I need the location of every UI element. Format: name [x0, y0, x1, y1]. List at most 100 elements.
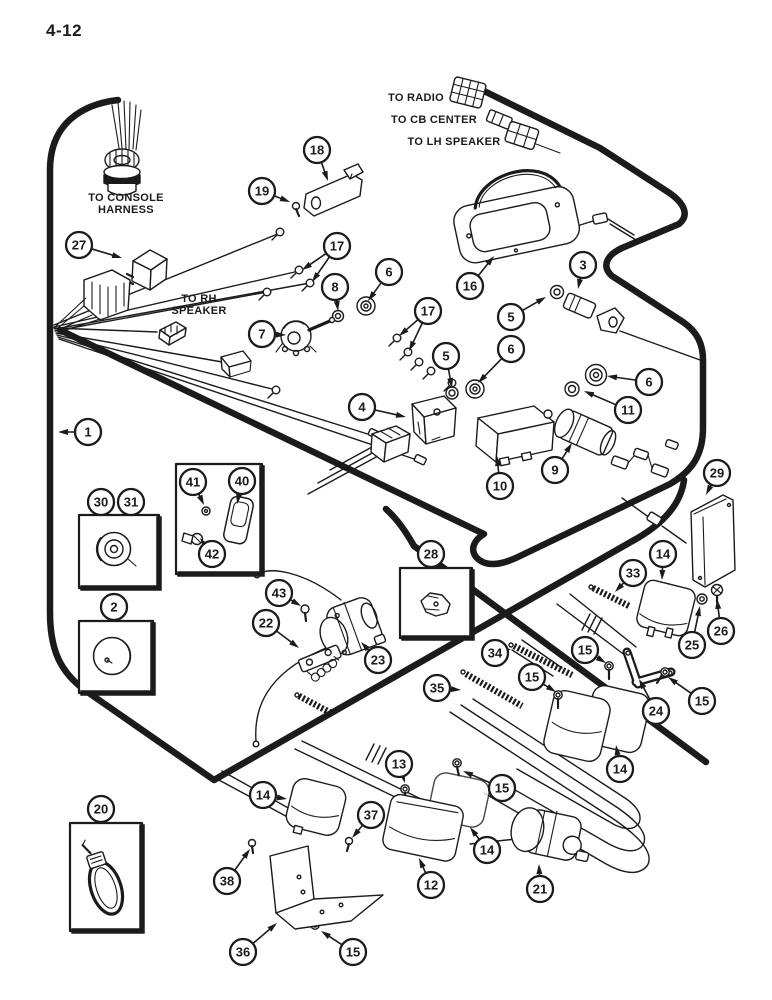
callout-arrowhead [495, 456, 501, 467]
callout-number: 42 [205, 547, 219, 562]
harness-connector-block [55, 269, 131, 333]
callout-circle-15 [338, 937, 368, 967]
callout-13: 13 [384, 749, 414, 783]
callout-number: 17 [330, 239, 344, 254]
callout-number: 22 [259, 616, 273, 631]
callout-3: 3 [568, 250, 598, 289]
callout-arrowhead [236, 493, 243, 504]
callout-14: 14 [605, 745, 635, 784]
screw-37 [344, 836, 354, 853]
callout-arrowhead [276, 794, 287, 801]
callout-arrowhead [470, 827, 479, 837]
label-to-radio: TO RADIO [388, 92, 444, 104]
callout-37: 37 [352, 800, 386, 838]
label-text: TO CB CENTER [391, 114, 477, 126]
grommet-6c [584, 363, 608, 387]
callout-6: 6 [607, 367, 664, 397]
callout-number: 6 [507, 342, 514, 357]
callout-arrow [252, 926, 273, 944]
callout-7: 7 [247, 319, 286, 349]
callout-arrowhead [395, 411, 406, 418]
callout-circle-5 [496, 302, 526, 332]
callout-circle-15 [687, 686, 717, 716]
lamp-housing-14a [636, 579, 696, 639]
callout-5: 5 [496, 297, 546, 332]
callout-9: 9 [540, 443, 572, 485]
callout-number: 38 [220, 874, 234, 889]
stud-35 [460, 669, 524, 709]
harness-trunk [46, 86, 710, 784]
callout-number: 36 [236, 945, 250, 960]
callout-28: 28 [416, 539, 446, 569]
callout-number: 10 [493, 479, 507, 494]
callout-26: 26 [706, 599, 736, 646]
callout-number: 4 [358, 400, 366, 415]
callout-6: 6 [368, 257, 404, 301]
callout-number: 13 [392, 757, 406, 772]
callout-arrowhead [361, 642, 371, 652]
label-text: TO RH [181, 293, 217, 305]
callout-circle-43 [264, 578, 294, 608]
callout-number: 12 [424, 878, 438, 893]
callout-number: 26 [714, 624, 728, 639]
callout-arrowhead [111, 252, 122, 258]
screw-43 [300, 604, 310, 623]
callout-arrowhead [399, 327, 409, 336]
callout-circle-30 [86, 487, 116, 517]
stud-34 [508, 642, 574, 678]
callout-arrowhead [290, 598, 301, 606]
callout-15: 15 [517, 662, 556, 692]
motor-21 [510, 807, 590, 863]
callout-18: 18 [302, 135, 332, 181]
callout-41: 41 [178, 467, 208, 505]
callout-arrowhead [447, 377, 454, 388]
callout-number: 24 [649, 704, 664, 719]
callout-circle-6 [634, 367, 664, 397]
callout-24: 24 [639, 679, 671, 726]
inset-box-30-31 [77, 513, 162, 591]
callout-arrowhead [267, 923, 277, 932]
callout-number: 15 [346, 945, 360, 960]
callout-15: 15 [463, 771, 517, 803]
callout-circle-22 [251, 608, 281, 638]
dome-lamp-16 [453, 169, 581, 264]
callout-number: 6 [385, 265, 392, 280]
callout-circle-31 [116, 487, 146, 517]
callout-14: 14 [248, 780, 287, 810]
callout-14: 14 [648, 539, 678, 580]
callout-number: 11 [621, 403, 635, 418]
switch-7 [275, 316, 336, 357]
callout-arrow [411, 322, 423, 346]
callout-circle-14 [472, 835, 502, 865]
callout-arrow [276, 630, 295, 645]
grommet-6b [465, 379, 485, 399]
callout-circle-15 [517, 662, 547, 692]
relay-module-10 [475, 405, 555, 467]
stud-33 [588, 584, 631, 609]
callout-arrowhead [584, 391, 595, 398]
callout-circle-4 [347, 392, 377, 422]
callout-circle-34 [480, 638, 510, 668]
callout-38: 38 [212, 849, 250, 896]
callout-circle-27 [64, 230, 94, 260]
callout-number: 40 [235, 474, 249, 489]
callout-number: 1 [84, 425, 91, 440]
callout-14: 14 [470, 827, 502, 865]
connector-4pin [370, 425, 411, 463]
callout-arrowhead [275, 331, 286, 338]
callout-circle-17 [413, 296, 443, 326]
callout-16: 16 [455, 256, 494, 301]
callout-circle-21 [525, 874, 555, 904]
callout-arrowhead [715, 599, 722, 610]
callout-circle-2 [99, 592, 129, 622]
lamp-housing-14c [285, 778, 347, 836]
callout-number: 34 [488, 646, 503, 661]
callout-circle-19 [247, 176, 277, 206]
callout-arrow [694, 612, 700, 633]
callout-number: 14 [656, 547, 671, 562]
console-harness-connector [103, 100, 142, 196]
